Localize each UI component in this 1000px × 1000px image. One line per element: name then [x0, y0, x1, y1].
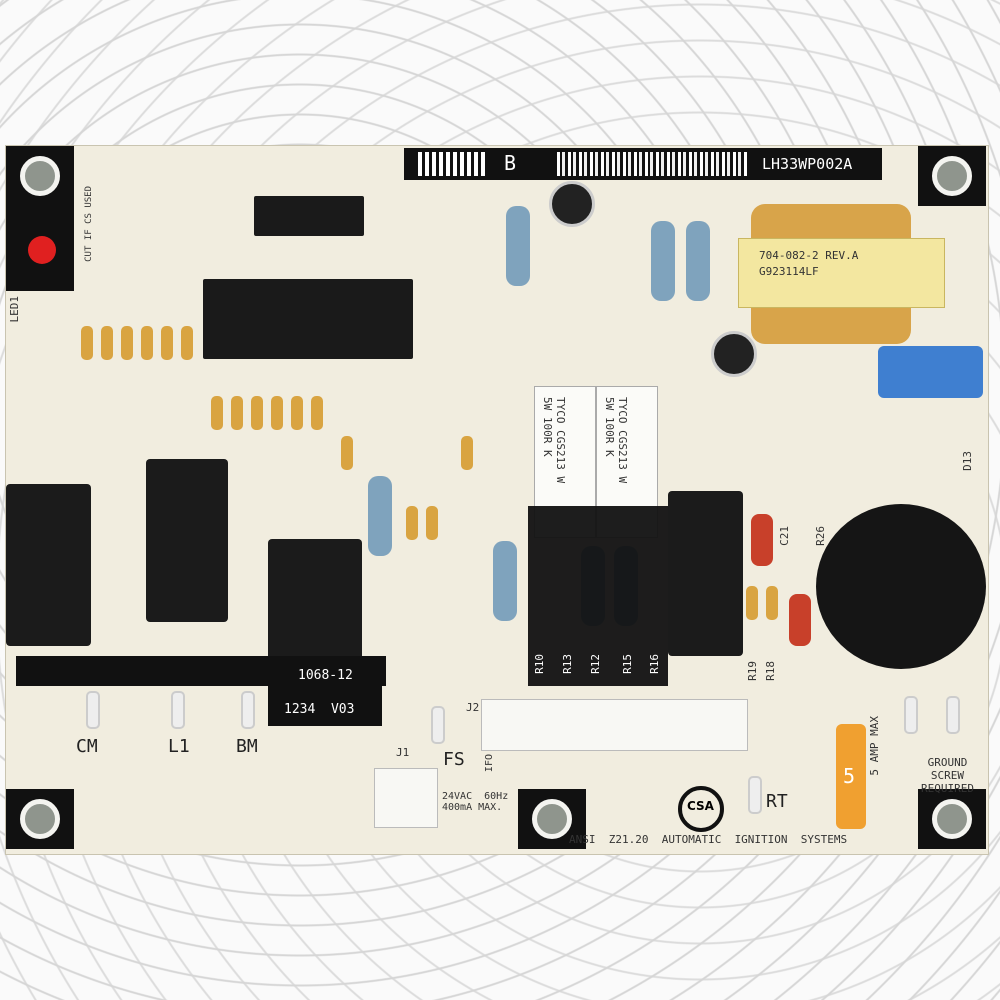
resistor: [291, 396, 303, 430]
resistor: [161, 326, 173, 360]
csa-logo: CSA: [678, 786, 724, 832]
resistor: [211, 396, 223, 430]
resistor: [251, 396, 263, 430]
transformer-label: 704-082-2 REV.A: [759, 249, 859, 262]
terminal-l1[interactable]: [171, 691, 185, 729]
resistor-label: TYCO CGS213 W 5W 100R K: [603, 397, 629, 484]
mount-corner-top-right: [918, 146, 986, 206]
part-number: LH33WP002A: [762, 155, 853, 173]
terminal-bm[interactable]: [241, 691, 255, 729]
label-r15: R15: [621, 654, 634, 674]
relay-k1: [6, 484, 91, 646]
label-block: 1068-12 1234 V03: [268, 656, 382, 726]
mount-corner-bottom-right: [918, 789, 986, 849]
fuse-label: 5 AMP MAX: [868, 716, 881, 776]
power-resistor: [493, 541, 517, 621]
barcode-label: B LH33WP002A: [404, 148, 882, 180]
pressure-switch: [816, 504, 986, 669]
model-label: 1068-12: [298, 668, 353, 683]
connector-j1[interactable]: [374, 768, 438, 828]
label-r19: R19: [746, 661, 759, 681]
label-rt: RT: [766, 791, 788, 812]
mount-corner-top-left: [6, 146, 74, 291]
resistor-label: TYCO CGS213 W 5W 100R K: [541, 397, 567, 484]
label-cm: CM: [76, 736, 98, 757]
terminal-ground-1[interactable]: [904, 696, 918, 734]
mount-hole: [20, 799, 60, 839]
label-j2: J2: [466, 701, 480, 714]
ground-note: GROUND SCREW REQUIRED: [921, 756, 974, 795]
resistor: [746, 586, 758, 620]
mount-hole: [20, 156, 60, 196]
electrolytic-capacitor: [711, 331, 757, 377]
label-d13: D13: [961, 451, 974, 471]
relay-k3: [146, 459, 228, 622]
label-j1: J1: [396, 746, 410, 759]
mount-corner-bottom-left: [6, 789, 74, 849]
resistor: [766, 586, 778, 620]
resistor: [426, 506, 438, 540]
standard-label: ANSI Z21.20 AUTOMATIC IGNITION SYSTEMS: [569, 833, 848, 846]
connector-j2[interactable]: [481, 699, 748, 751]
mount-corner-bottom-mid: [518, 789, 586, 849]
transformer-code: G923114LF: [759, 265, 819, 278]
label-l1: L1: [168, 736, 190, 757]
label-fs: FS: [443, 749, 465, 770]
version-label: 1234 V03: [284, 702, 355, 717]
red-led: [28, 236, 56, 264]
mount-hole: [932, 799, 972, 839]
resistor: [101, 326, 113, 360]
resistor: [141, 326, 153, 360]
power-rating: 24VAC 60Hz 400mA MAX.: [442, 791, 509, 813]
label-c21: C21: [778, 526, 791, 546]
resistor: [231, 396, 243, 430]
csa-text: CSA: [687, 799, 714, 813]
resistor: [341, 436, 353, 470]
resistor: [181, 326, 193, 360]
film-capacitor: [878, 346, 983, 398]
label-r10: R10: [533, 654, 546, 674]
barcode: [557, 152, 747, 176]
resistor: [461, 436, 473, 470]
ic-u1: [203, 279, 413, 359]
electrolytic-capacitor: [549, 181, 595, 227]
barcode: [418, 152, 488, 176]
relay-k2: [668, 491, 743, 656]
terminal-rt[interactable]: [748, 776, 762, 814]
revision-letter: B: [504, 151, 517, 175]
cut-label: CUT IF CS USED: [84, 186, 94, 262]
terminal-ground-2[interactable]: [946, 696, 960, 734]
power-resistor: [651, 221, 675, 301]
power-resistor: [368, 476, 392, 556]
led-label: LED1: [8, 296, 21, 323]
label-r13: R13: [561, 654, 574, 674]
fuse-value: 5: [843, 764, 856, 788]
power-resistor: [686, 221, 710, 301]
mount-hole: [532, 799, 572, 839]
capacitor-c1: [789, 594, 811, 646]
resistor: [271, 396, 283, 430]
label-r16: R16: [648, 654, 661, 674]
ic-u2: [254, 196, 364, 236]
transformer-t2: 704-082-2 REV.A G923114LF: [738, 238, 945, 308]
label-bm: BM: [236, 736, 258, 757]
fuse[interactable]: 5: [836, 724, 866, 829]
label-r18: R18: [764, 661, 777, 681]
label-pin-ifo: IFO: [484, 754, 495, 773]
resistor: [311, 396, 323, 430]
circuit-board: B LH33WP002A TYCO CGS213 W 5W 100R K TYC…: [5, 145, 989, 855]
capacitor-c21: [751, 514, 773, 566]
relay-k4: [268, 539, 362, 669]
resistor: [406, 506, 418, 540]
power-resistor: [506, 206, 530, 286]
label-r12: R12: [589, 654, 602, 674]
resistor: [81, 326, 93, 360]
label-r26: R26: [814, 526, 827, 546]
terminal-fs[interactable]: [431, 706, 445, 744]
mount-hole: [932, 156, 972, 196]
resistor: [121, 326, 133, 360]
resistor-block-mask: [528, 506, 668, 686]
terminal-cm[interactable]: [86, 691, 100, 729]
